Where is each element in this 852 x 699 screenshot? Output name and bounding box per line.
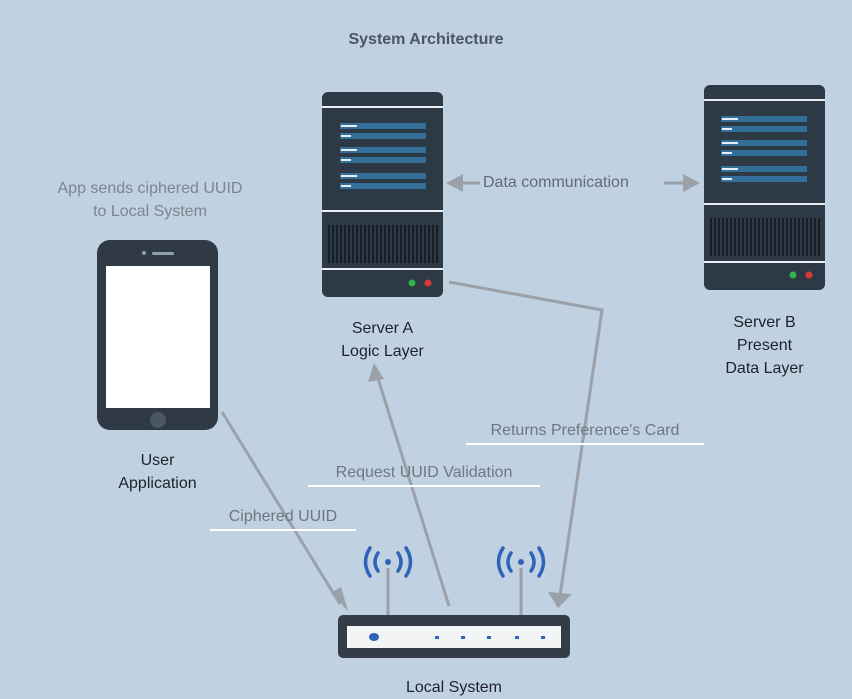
request-uuid-validation-label: Request UUID Validation xyxy=(308,463,540,487)
server-b-icon xyxy=(704,85,825,290)
phone-icon xyxy=(97,240,218,430)
diagram-title: System Architecture xyxy=(348,31,504,48)
wifi-signal-icon xyxy=(496,546,546,578)
edge-ciphered-uuid xyxy=(220,411,348,611)
router-icon xyxy=(338,568,570,658)
edge-request-uuid-validation xyxy=(368,363,451,607)
server-b-label: Server B Present Data Layer xyxy=(704,311,825,380)
data-communication-label: Data communication xyxy=(480,173,632,193)
ciphered-uuid-label: Ciphered UUID xyxy=(210,507,356,531)
phone-caption: App sends ciphered UUID to Local System xyxy=(20,177,280,223)
wifi-signal-icon xyxy=(363,546,413,578)
server-a-icon xyxy=(322,92,443,297)
label-line: Server B xyxy=(733,314,796,331)
phone-caption-line: App sends ciphered UUID xyxy=(57,180,243,197)
label-line: Application xyxy=(118,475,197,492)
returns-preference-card-label: Returns Preference's Card xyxy=(466,421,704,445)
label-line: User xyxy=(140,452,175,469)
label-line: Server A xyxy=(351,320,414,337)
label-line: Present xyxy=(736,337,793,354)
phone-caption-line: to Local System xyxy=(93,203,207,220)
server-a-label: Server A Logic Layer xyxy=(322,317,443,363)
label-line: Data Layer xyxy=(725,360,804,377)
user-application-label: User Application xyxy=(97,449,218,495)
label-line: Logic Layer xyxy=(341,343,424,360)
local-system-label: Local System xyxy=(405,679,503,696)
edge-data-communication xyxy=(446,174,700,192)
edge-returns-preference-card xyxy=(448,280,604,608)
